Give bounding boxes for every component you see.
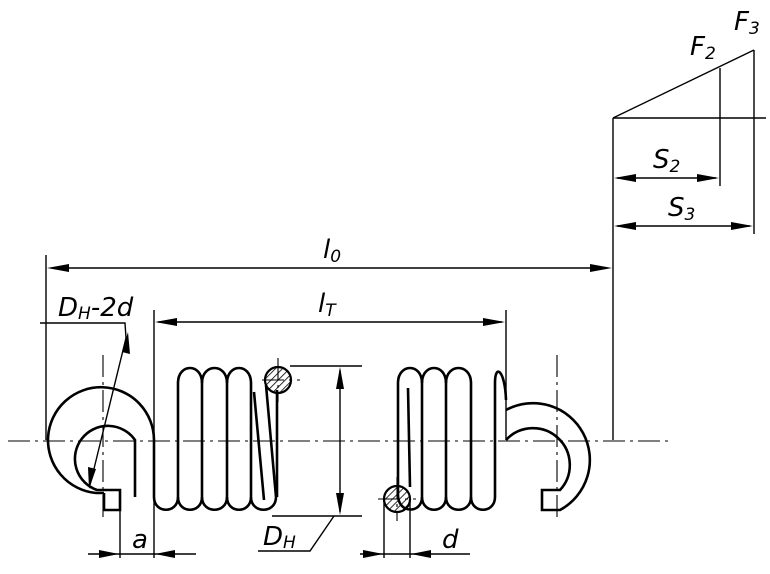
label-dh: DH (263, 522, 296, 553)
label-s3: S3 (668, 193, 695, 225)
leader-dh (258, 515, 335, 552)
wire-section-bottom (382, 484, 412, 514)
leader-dh2d (40, 322, 127, 486)
left-hook (46, 385, 156, 512)
force-diagram (612, 49, 766, 234)
label-dh-2d: DH-2d (58, 293, 134, 324)
label-f2: F2 (690, 32, 716, 64)
label-s2: S2 (653, 145, 680, 177)
right-coils (396, 366, 508, 512)
right-hook (505, 401, 592, 512)
left-coils (152, 366, 279, 512)
wire-section-top (263, 365, 293, 395)
label-l0: l0 (323, 235, 341, 267)
label-d: d (442, 525, 459, 555)
label-f3: F3 (734, 7, 760, 39)
label-lt: lT (318, 289, 337, 321)
label-a: a (132, 525, 148, 555)
